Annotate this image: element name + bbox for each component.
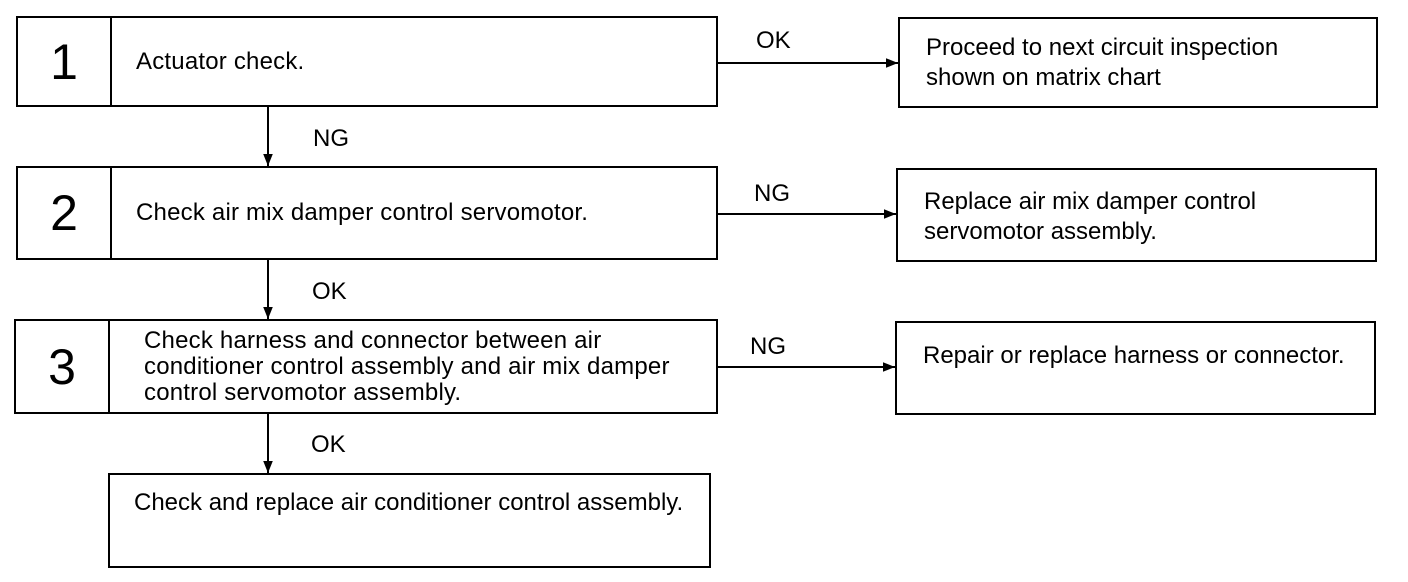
label-step1-right: OK	[756, 27, 791, 54]
label-step1-down: NG	[313, 125, 349, 152]
step-2-box: 2 Check air mix damper control servomoto…	[16, 166, 718, 260]
result-1-box: Proceed to next circuit inspection shown…	[898, 17, 1378, 108]
label-step3-right: NG	[750, 333, 786, 360]
label-step2-down: OK	[312, 278, 347, 305]
step-3-text: Check harness and connector between air …	[144, 326, 670, 406]
step-1-number: 1	[18, 18, 112, 105]
step-1-box: 1 Actuator check.	[16, 16, 718, 107]
step-2-text: Check air mix damper control servomotor.	[136, 199, 589, 226]
step-3-box: 3 Check harness and connector between ai…	[14, 319, 718, 414]
label-step2-right: NG	[754, 180, 790, 207]
step-1-text: Actuator check.	[136, 47, 305, 75]
result-2-box: Replace air mix damper control servomoto…	[896, 168, 1377, 262]
result-3-box: Repair or replace harness or connector.	[895, 321, 1376, 415]
step-2-number: 2	[18, 168, 112, 258]
final-action-box: Check and replace air conditioner contro…	[108, 473, 711, 568]
step-3-number: 3	[16, 321, 110, 412]
label-step3-down: OK	[311, 431, 346, 458]
